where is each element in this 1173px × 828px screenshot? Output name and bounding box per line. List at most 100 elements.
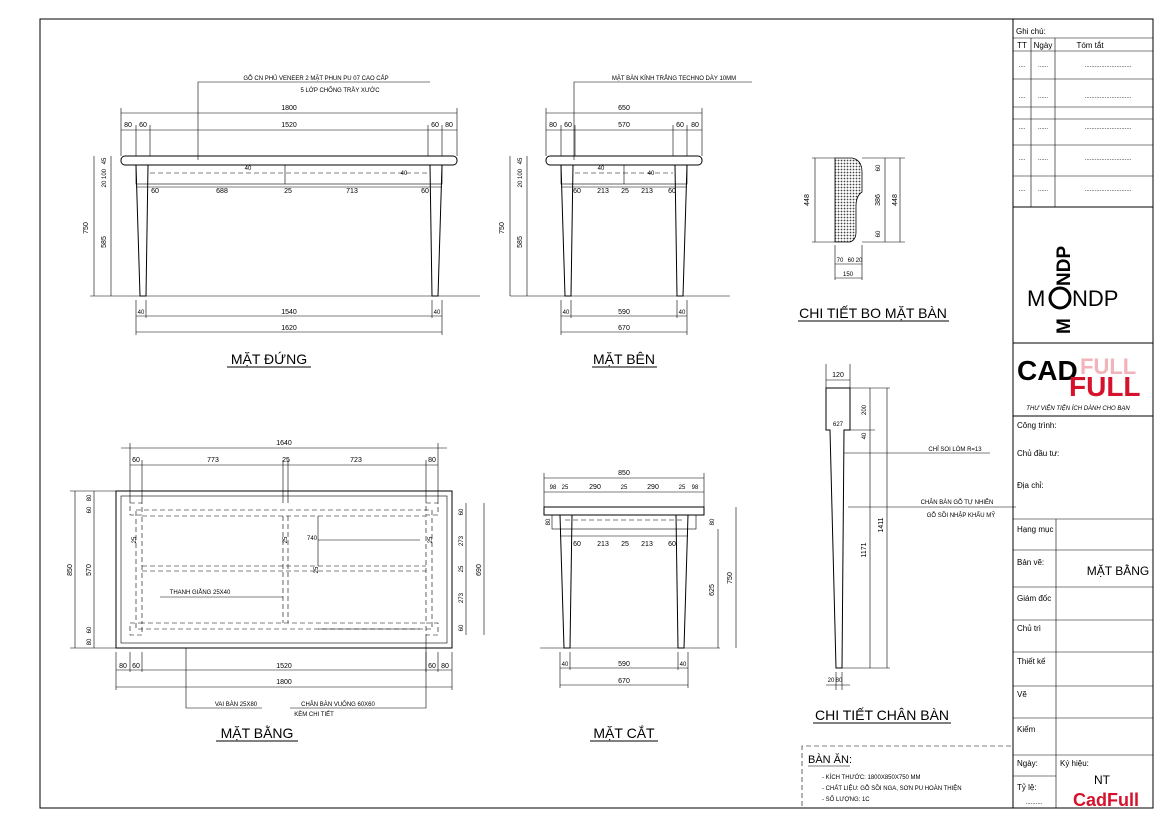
- dim-front-80b: 80: [445, 122, 453, 129]
- dim-section-98b: 98: [692, 485, 699, 491]
- dim-side-40d: 40: [679, 310, 686, 316]
- dim-plan-60l2: 60: [87, 626, 93, 633]
- dim-plan-80l2: 80: [87, 638, 93, 645]
- dim-edge-386: 386: [875, 194, 882, 206]
- tb-row3-ngay: ......: [1038, 125, 1048, 131]
- plan-note-detail: KÈM CHI TIẾT: [294, 711, 334, 718]
- tb-dia-chi: Địa chỉ:: [1017, 481, 1044, 490]
- dim-plan-773: 773: [207, 457, 219, 464]
- dim-plan-740: 740: [307, 536, 318, 542]
- dim-edge-60a: 60: [876, 164, 882, 171]
- dim-section-40b: 40: [680, 662, 687, 668]
- dim-side-750: 750: [499, 222, 506, 234]
- dim-plan-80a: 80: [428, 457, 436, 464]
- dim-plan-80l1: 80: [87, 494, 93, 501]
- mondp-logo-vertical-top: NDP: [1054, 246, 1075, 286]
- plan-note-leg: CHÂN BÀN VUÔNG 60X60: [301, 701, 375, 708]
- dim-section-25a: 25: [562, 485, 569, 491]
- dim-section-850: 850: [618, 470, 630, 477]
- plan-view: 1640 60 773 25 723 80 850 80 60 570 60 8…: [67, 440, 485, 742]
- dim-front-40b: 40: [401, 171, 408, 177]
- dim-leg-80: 80: [836, 678, 843, 684]
- cadfull-logo-cad: CAD: [1017, 355, 1078, 386]
- dim-section-590: 590: [618, 661, 630, 668]
- dim-front-1800: 1800: [281, 105, 297, 112]
- tb-row1-tt: ....: [1019, 63, 1026, 69]
- dim-plan-273b: 273: [459, 592, 465, 603]
- dim-edge-150: 150: [843, 272, 854, 278]
- tb-kiem: Kiểm: [1017, 725, 1036, 734]
- tb-ban-ve: Bản vẽ:: [1017, 558, 1044, 567]
- dim-plan-850: 850: [67, 564, 74, 576]
- dim-plan-723: 723: [350, 457, 362, 464]
- dim-plan-60r1: 60: [459, 508, 465, 515]
- tb-chu-dau-tu: Chủ đầu tư:: [1017, 449, 1059, 458]
- dim-front-1620: 1620: [281, 325, 297, 332]
- mondp-logo-o-icon: [1048, 286, 1072, 310]
- dim-front-713: 713: [346, 188, 358, 195]
- dim-side-590: 590: [618, 309, 630, 316]
- leg-note-wood: CHÂN BÀN GỖ TỰ NHIÊN: [921, 498, 994, 506]
- dim-plan-25e: 25: [428, 536, 434, 543]
- cadfull-logo-full-shadow: FULL: [1080, 354, 1136, 379]
- tb-row3-tt: ....: [1019, 125, 1026, 131]
- dim-leg-627: 627: [833, 422, 844, 428]
- notes-title: BÀN ĂN:: [808, 753, 852, 766]
- dim-section-213a: 213: [597, 541, 609, 548]
- dim-side-40b: 40: [648, 171, 655, 177]
- side-elevation-title: MẶT BÊN: [593, 351, 655, 367]
- dim-plan-25b: 25: [132, 536, 138, 543]
- dim-leg-120: 120: [832, 372, 844, 379]
- dim-side-25: 25: [621, 188, 629, 195]
- mondp-logo: M NDP NDP M: [1027, 246, 1118, 334]
- dim-side-570: 570: [618, 122, 630, 129]
- dim-leg-1411: 1411: [878, 517, 885, 532]
- dim-plan-1520: 1520: [276, 663, 292, 670]
- dim-front-60a: 60: [139, 122, 147, 129]
- dim-side-60b: 60: [676, 122, 684, 129]
- dim-edge-448a: 448: [804, 194, 811, 206]
- dim-side-60c: 60: [573, 188, 581, 195]
- edge-detail-view: 448 60 386 60 448 70 60 20 150 CHI TIẾT …: [798, 157, 949, 322]
- leg-detail-view: 120 627 200 40 1171 1411 20 80 CHỈ SOI L…: [813, 364, 1016, 724]
- dim-front-688: 688: [216, 188, 228, 195]
- tb-ky-hieu: Ký hiệu:: [1060, 759, 1089, 768]
- dim-plan-60b: 60: [132, 663, 140, 670]
- dim-section-80b: 80: [710, 518, 716, 525]
- tb-row3-tomtat: ............................: [1085, 125, 1132, 131]
- dim-section-98a: 98: [550, 485, 557, 491]
- cadfull-logo: CAD FULL FULL THƯ VIỆN TIỆN ÍCH DÀNH CHO…: [1017, 354, 1141, 412]
- dim-section-670: 670: [618, 678, 630, 685]
- dim-edge-448b: 448: [892, 194, 899, 206]
- cadfull-watermark: CadFull: [1073, 790, 1139, 810]
- dim-front-60d: 60: [421, 188, 429, 195]
- side-elevation-view: MẶT BÀN KÍNH TRẮNG TECHNO DÀY 10MM 650 8…: [499, 74, 752, 368]
- dim-leg-1171: 1171: [861, 542, 868, 557]
- dim-side-40a: 40: [598, 166, 605, 172]
- tb-row5-tomtat: ............................: [1085, 187, 1132, 193]
- front-note-2: 5 LỚP CHỐNG TRẦY XƯỚC: [300, 87, 380, 94]
- tb-col-tt: TT: [1017, 41, 1027, 50]
- dim-front-100: 100: [102, 168, 108, 179]
- leg-detail-title: CHI TIẾT CHÂN BÀN: [815, 707, 949, 723]
- sheet-border: [39, 18, 1154, 809]
- cadfull-logo-full: FULL: [1069, 371, 1141, 402]
- dim-edge-70: 70: [837, 258, 844, 264]
- tb-ngay: Ngày:: [1017, 759, 1038, 768]
- tb-row4-ngay: ......: [1038, 156, 1048, 162]
- dim-edge-20: 20: [856, 258, 863, 264]
- dim-front-25: 25: [284, 188, 292, 195]
- dim-edge-60c: 60: [848, 258, 855, 264]
- dim-plan-25c: 25: [283, 536, 289, 543]
- mondp-logo-vertical-bottom: M: [1054, 318, 1075, 334]
- dim-front-1540: 1540: [281, 309, 297, 316]
- dim-section-40a: 40: [562, 662, 569, 668]
- dim-section-60a: 60: [573, 541, 581, 548]
- tb-hang-muc: Hạng mục: [1017, 525, 1053, 534]
- dim-plan-25a: 25: [282, 457, 290, 464]
- dim-leg-40: 40: [862, 432, 868, 439]
- tb-row2-tt: ....: [1019, 94, 1026, 100]
- dim-side-80b: 80: [691, 122, 699, 129]
- plan-note-apron: VAI BÀN 25X80: [215, 701, 258, 708]
- tb-row5-ngay: ......: [1038, 187, 1048, 193]
